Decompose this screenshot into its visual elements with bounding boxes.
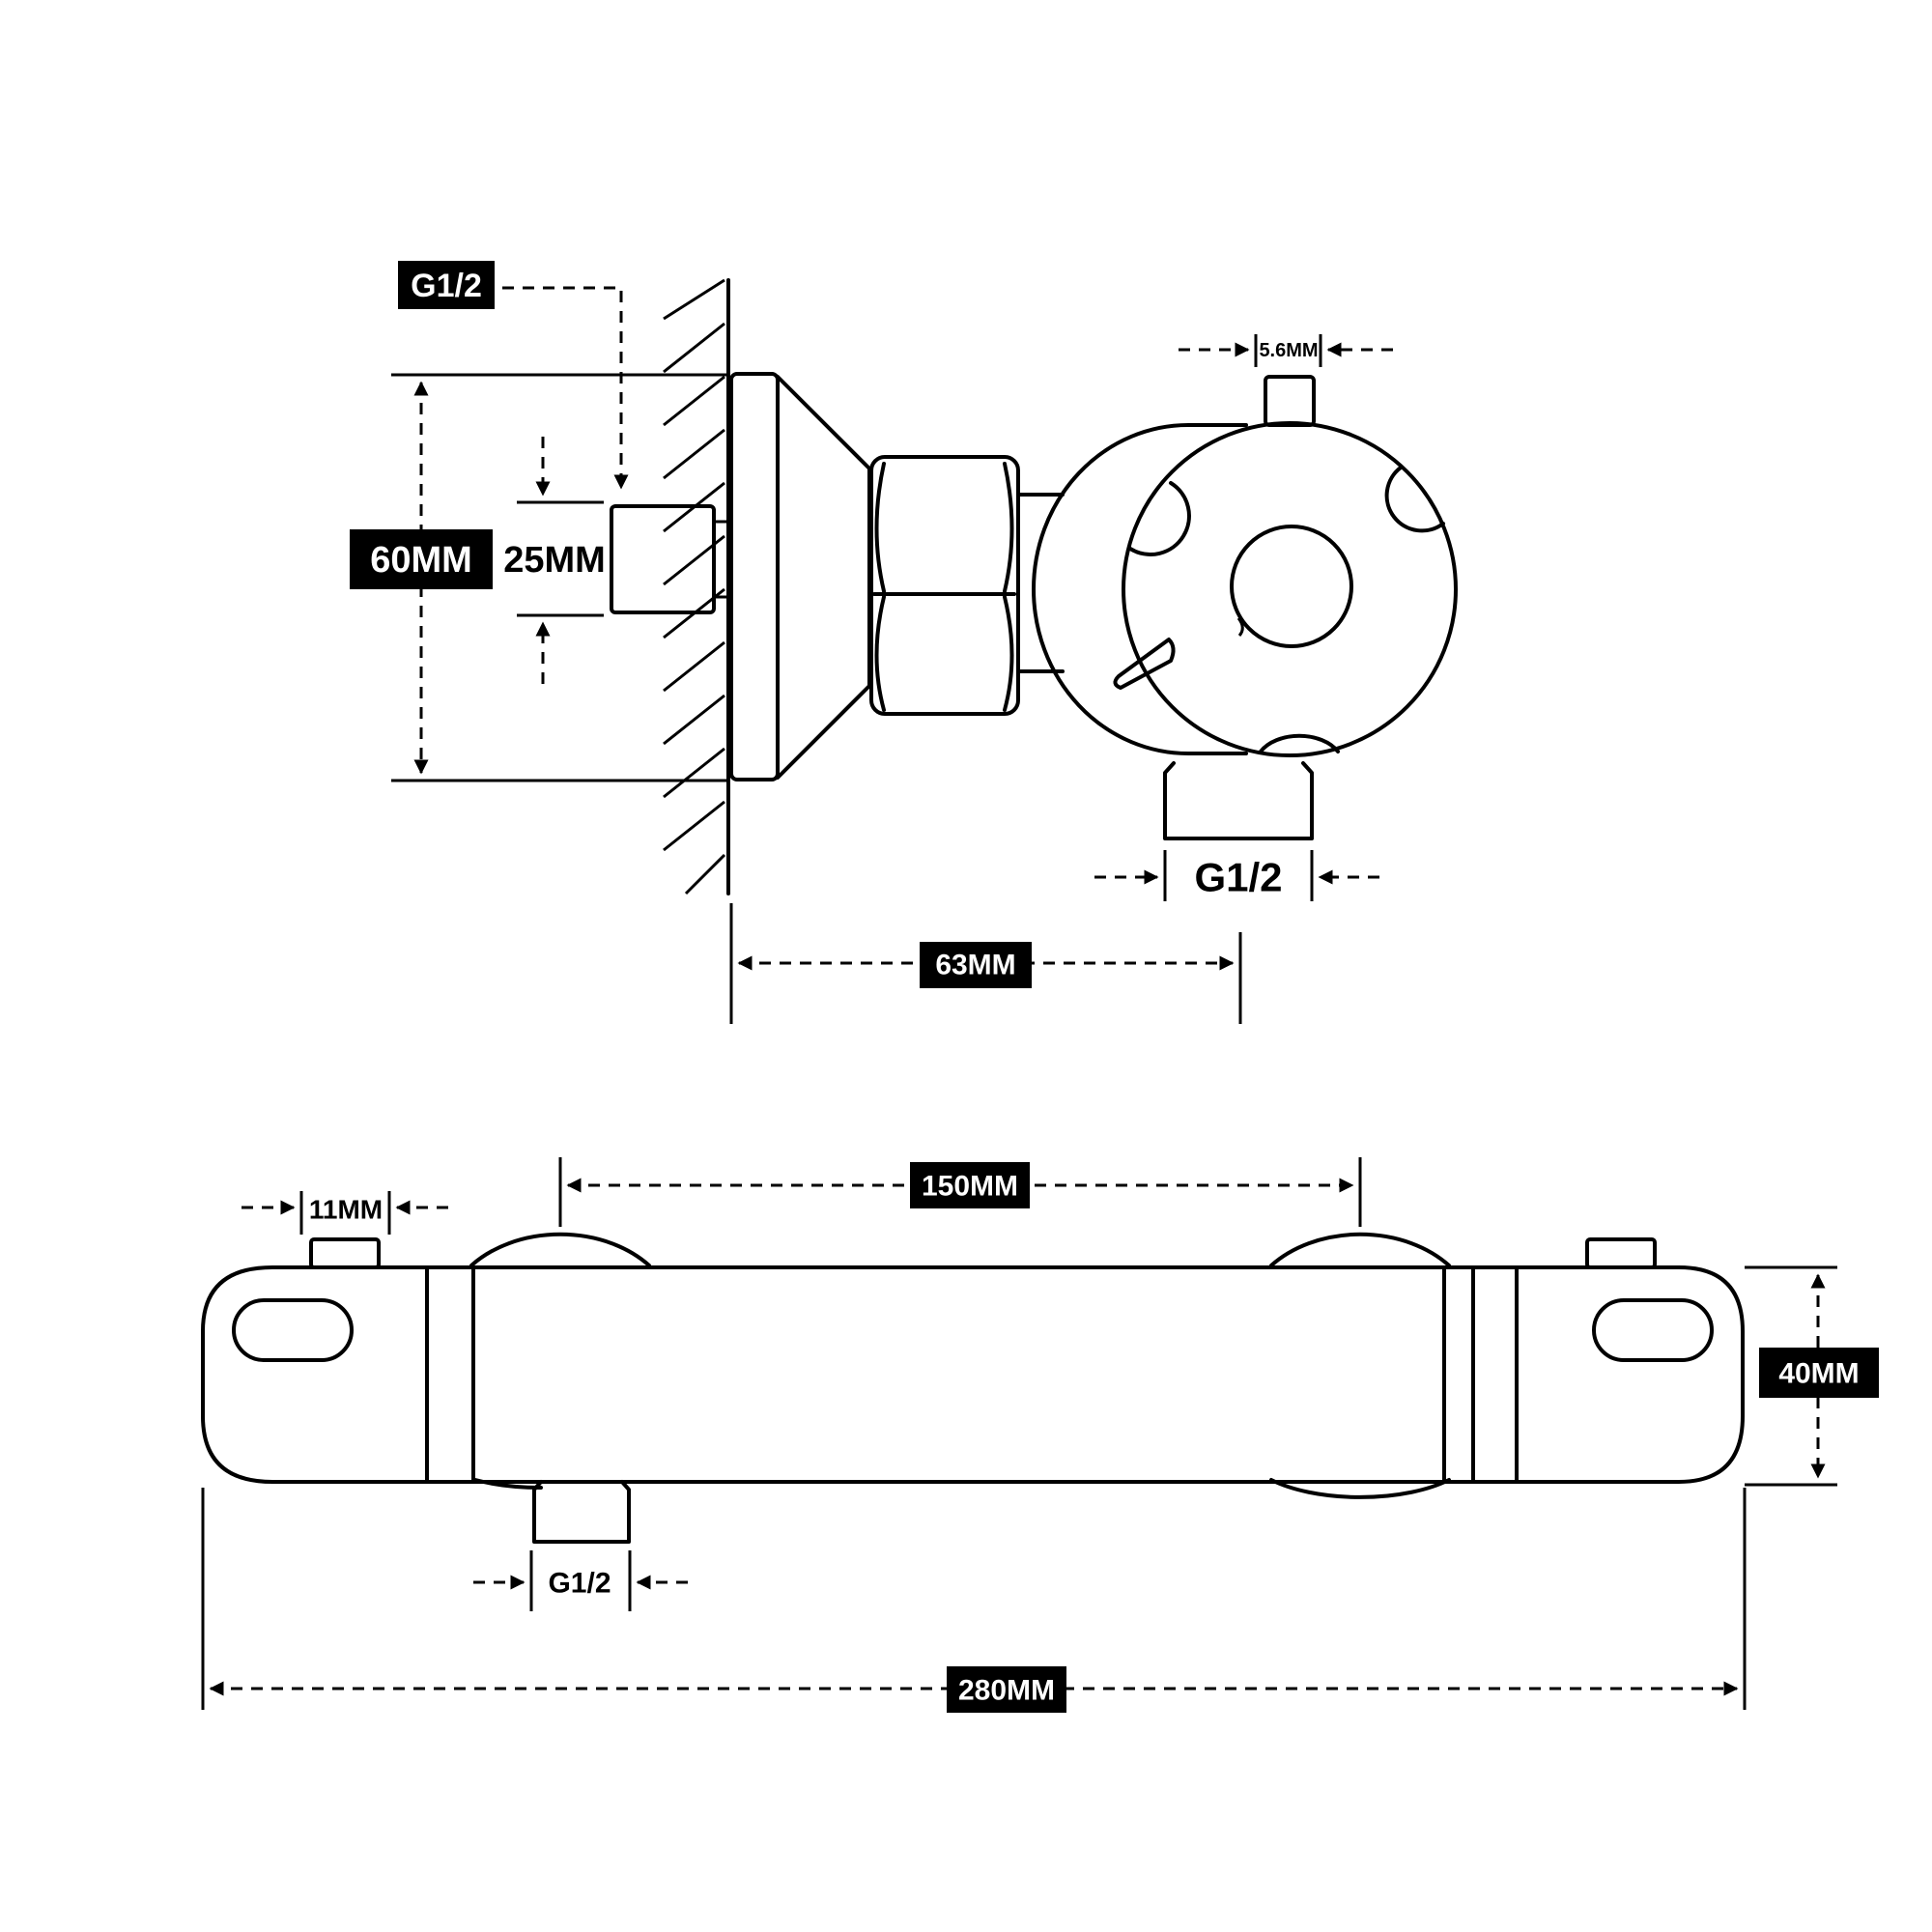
right-bulge-bottom [1269,1478,1451,1499]
left-oval [232,1298,354,1362]
depth-dimension-63: 63MM [729,903,1242,1024]
depth-label-63: 63MM [935,950,1015,981]
outlet-dimension-front: G1/2 [473,1550,688,1611]
height-dimension-40: 40MM [1745,1265,1879,1487]
right-oval [1592,1298,1714,1362]
pin-dimension-5-6: 5.6MM [1179,334,1393,367]
right-bulge-top [1269,1232,1451,1267]
height-dimension-60: 60MM [350,373,729,782]
spacing-dimension-150: 150MM [558,1157,1362,1227]
pipe-dimension-25: 25MM [503,437,606,684]
wall-hatching [663,278,730,895]
pin-label-11: 11MM [309,1195,383,1225]
side-view: G1/2 60MM 25MM [350,261,1458,1024]
pin-dimension-11: 11MM [242,1191,448,1235]
outlet-label-side: G1/2 [1194,855,1282,900]
inlet-thread-label: G1/2 [411,268,482,304]
body-connector [1016,493,1065,673]
height-label-40: 40MM [1778,1358,1859,1390]
length-label-280: 280MM [958,1675,1055,1707]
left-bulge-top [469,1232,651,1267]
length-dimension-280: 280MM [201,1488,1747,1713]
outlet-dimension-side: G1/2 [1094,850,1379,901]
inlet-pipe [610,504,726,614]
front-view: 11MM 150MM 40MM G1/2 [201,1157,1879,1713]
hex-nut [869,455,1020,716]
spacing-label-150: 150MM [922,1171,1018,1203]
wall-flange [729,372,871,781]
inlet-thread-callout: G1/2 [398,261,629,490]
bottom-outlet [532,1480,631,1544]
right-top-pin [1585,1237,1657,1269]
height-label-60: 60MM [370,540,472,581]
pipe-label-25: 25MM [503,540,606,581]
pin-label-5-6: 5.6MM [1259,340,1318,361]
outlet-label-front: G1/2 [548,1568,611,1600]
valve-bar [201,1237,1745,1544]
left-top-pin [309,1237,381,1269]
valve-body-side [1032,375,1458,840]
